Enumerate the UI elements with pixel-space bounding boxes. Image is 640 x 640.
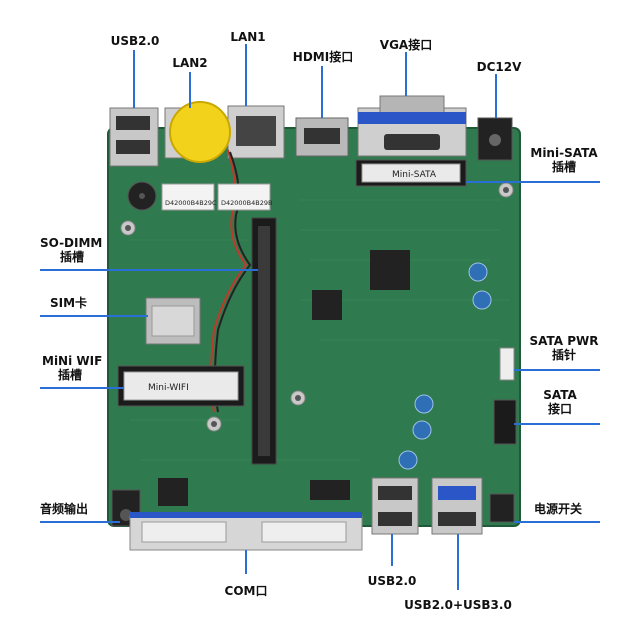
label-lan1: LAN1 [230, 30, 266, 44]
lan-chip-2 [217, 183, 271, 211]
label-miniwif-2: 插槽 [58, 368, 83, 382]
label-miniwif-1: MiNi WIF [42, 354, 103, 368]
label-audio: 音频输出 [40, 502, 89, 516]
label-usb20-bottom: USB2.0 [367, 574, 417, 588]
label-sim: SIM卡 [50, 296, 88, 310]
power-switch [489, 493, 515, 523]
mini-sata-silk: Mini-SATA [392, 170, 437, 180]
capacitors [398, 262, 492, 470]
callout-lines [40, 44, 600, 590]
label-mini-sata-1: Mini-SATA [530, 146, 598, 160]
label-com: COM口 [224, 584, 268, 598]
mini-wifi-silk: Mini-WIFI [148, 383, 189, 393]
lan-chip-2-label: D42000B4B29B [221, 199, 272, 207]
label-hdmi: HDMI接口 [292, 50, 354, 64]
vga-blue-base [358, 112, 466, 124]
label-usb20-usb30: USB2.0+USB3.0 [404, 598, 512, 612]
label-sata-pwr-1: SATA PWR [529, 334, 599, 348]
battery [169, 101, 231, 163]
label-sodimm-1: SO-DIMM [40, 236, 103, 250]
label-vga: VGA接口 [379, 38, 433, 52]
sata-port [493, 399, 517, 445]
main-chip [370, 250, 410, 290]
label-sata-pwr-2: 插针 [551, 348, 576, 362]
label-usb20-top: USB2.0 [110, 34, 160, 48]
label-sata-1: SATA [543, 388, 577, 402]
lan-chip-1 [161, 183, 215, 211]
label-dc12v: DC12V [476, 60, 522, 74]
label-lan2: LAN2 [172, 56, 208, 70]
label-power-switch: 电源开关 [534, 502, 583, 516]
sata-pwr-header [499, 347, 515, 381]
label-sata-2: 接口 [547, 402, 572, 416]
label-mini-sata-2: 插槽 [551, 160, 576, 174]
lan-chip-1-label: D42000B4B29C [165, 199, 217, 207]
label-sodimm-2: 插槽 [60, 250, 85, 264]
